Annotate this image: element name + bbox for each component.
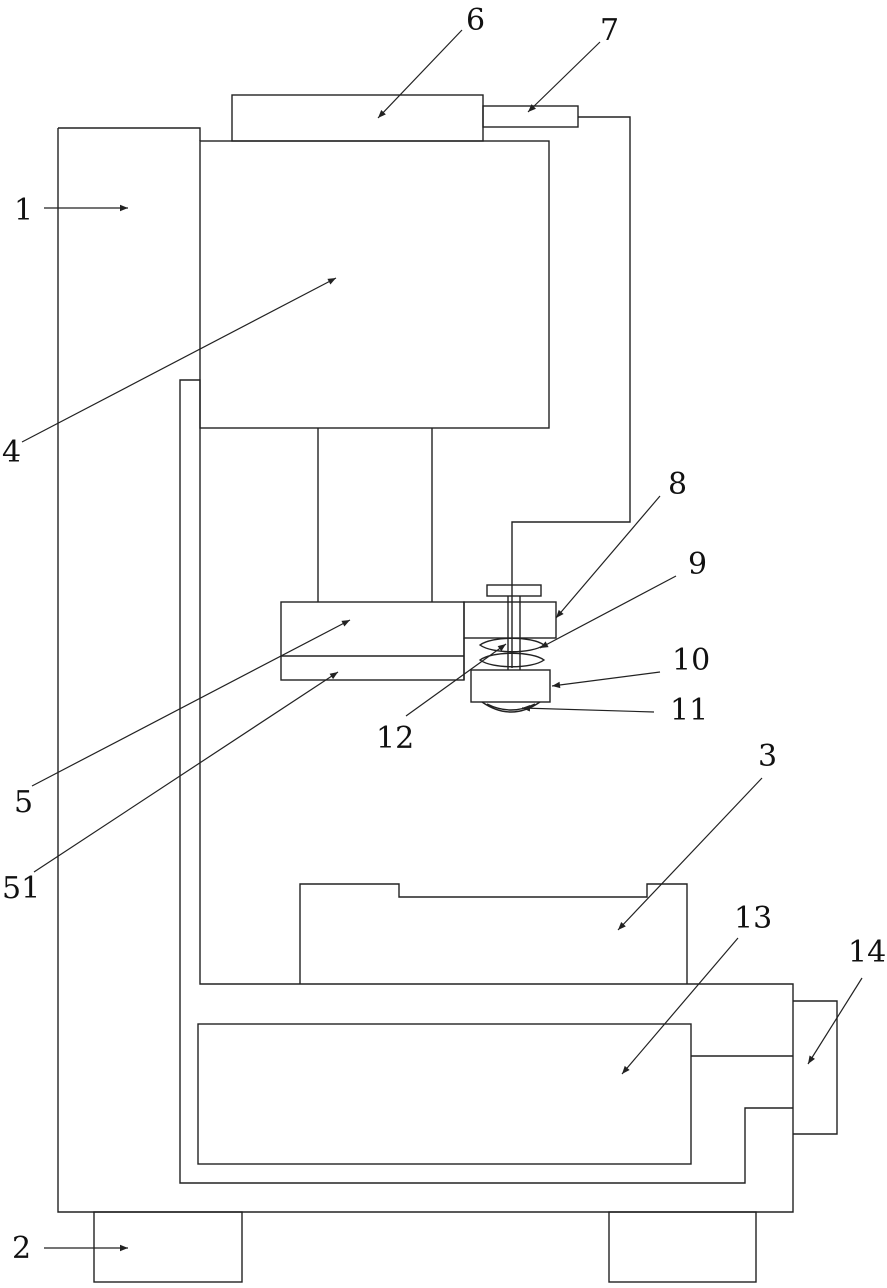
leader-51 bbox=[34, 672, 338, 872]
leader-4 bbox=[22, 278, 336, 442]
callout-4: 4 bbox=[2, 435, 21, 470]
adjust-knob bbox=[487, 585, 541, 596]
callout-7: 7 bbox=[600, 13, 619, 48]
callout-10: 10 bbox=[672, 643, 710, 678]
callout-6: 6 bbox=[466, 3, 485, 38]
control-box bbox=[198, 1024, 691, 1164]
callout-1: 1 bbox=[14, 193, 33, 228]
leader-8 bbox=[556, 496, 660, 618]
callout-2: 2 bbox=[12, 1231, 31, 1266]
callout-3: 3 bbox=[758, 739, 777, 774]
callout-9: 9 bbox=[688, 547, 707, 582]
leader-11 bbox=[522, 708, 654, 712]
callout-11: 11 bbox=[670, 693, 708, 728]
foot-left bbox=[94, 1212, 242, 1282]
side-housing bbox=[464, 602, 556, 638]
top-motor bbox=[232, 95, 483, 141]
callout-13: 13 bbox=[734, 901, 772, 936]
sensor-block bbox=[471, 670, 550, 702]
leader-5 bbox=[32, 620, 350, 786]
leader-13 bbox=[622, 938, 738, 1074]
callout-5: 5 bbox=[14, 785, 33, 820]
leader-6 bbox=[378, 30, 462, 118]
callout-51: 51 bbox=[2, 871, 40, 906]
callout-12: 12 bbox=[376, 721, 414, 756]
knob-stem bbox=[508, 596, 520, 670]
callout-8: 8 bbox=[668, 467, 687, 502]
slide-block bbox=[281, 602, 464, 680]
leader-10 bbox=[552, 672, 660, 686]
sensor-lens bbox=[482, 702, 540, 712]
foot-right bbox=[609, 1212, 756, 1282]
workpiece-fixture bbox=[300, 884, 687, 984]
leader-14 bbox=[808, 978, 862, 1064]
press-body bbox=[200, 141, 549, 428]
side-panel bbox=[793, 1001, 837, 1134]
leader-7 bbox=[528, 42, 600, 112]
callout-14: 14 bbox=[848, 935, 886, 970]
piston-rod bbox=[318, 428, 432, 602]
